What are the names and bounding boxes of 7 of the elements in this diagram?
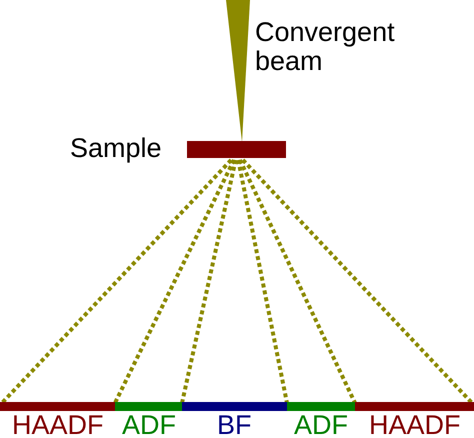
detector-label: HAADF xyxy=(12,411,104,438)
detector-label: ADF xyxy=(294,411,348,438)
detector-label: ADF xyxy=(122,411,176,438)
detector-label: HAADF xyxy=(369,411,461,438)
beam-label: Convergent beam xyxy=(255,18,395,76)
sample-label: Sample xyxy=(70,134,162,163)
detector-label: BF xyxy=(217,411,252,438)
